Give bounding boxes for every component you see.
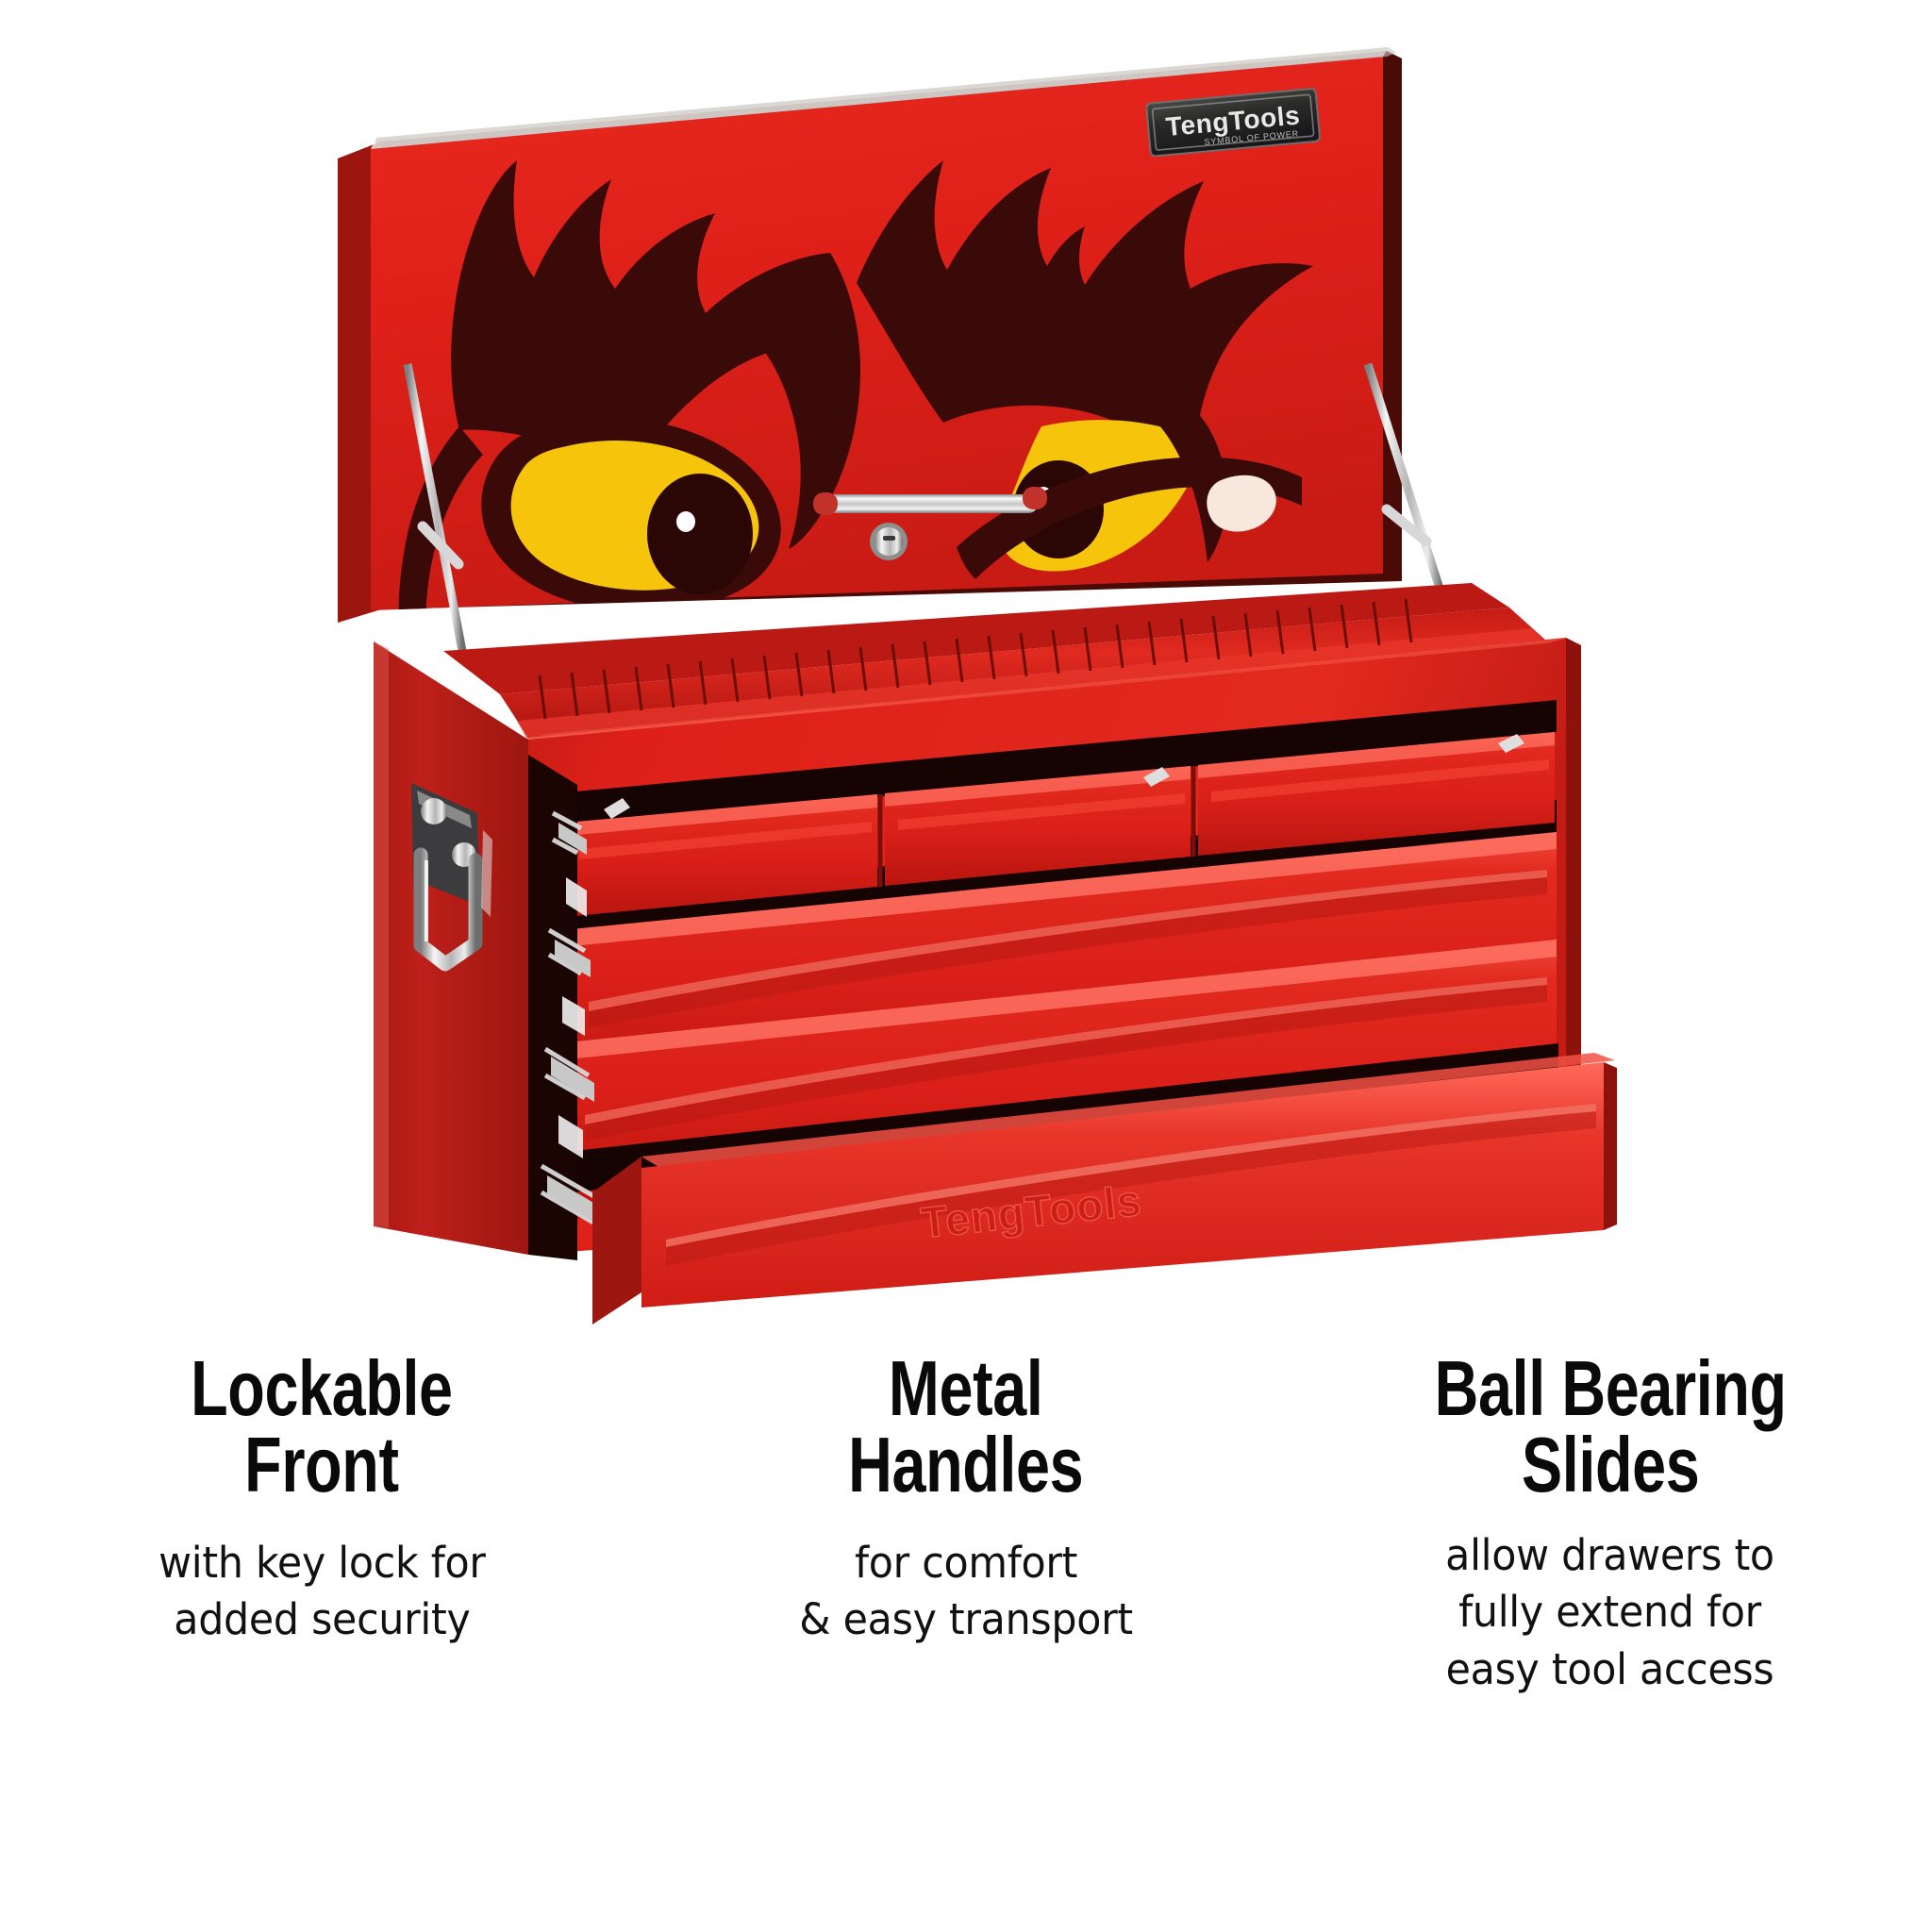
lid-stay-right [1363,362,1446,596]
drawer-small-center[interactable] [885,766,1191,886]
drawer-wide-upper-top-hl [562,832,1557,947]
brand-plate: TengTools SYMBOL OF POWER [1145,88,1321,158]
drawer-small-center-groove [898,793,1185,830]
cabinet-left-edge-hl [374,641,389,1228]
drawer-catch-clips [604,734,1524,819]
lid-stay-left-rod [403,363,467,652]
drawer-small-right-groove [1211,759,1549,802]
tray-dividers [538,598,1413,720]
carry-handle-pivot-left [421,798,447,824]
carry-handle-loop[interactable] [413,847,483,972]
right-eyebrow [857,160,1313,479]
drawer-small-left-top-hl [566,794,877,836]
right-eye-crease [1149,406,1227,562]
lid-handle[interactable] [813,487,1047,515]
drawer-wide-middle-top-hl [558,940,1557,1060]
drawer-small-center-top-hl [885,766,1191,807]
left-eye-highlight [676,511,695,532]
lid-stay-right-rod [1363,362,1446,596]
feature-title: Metal Handles [848,1344,1084,1508]
lid-top-rim-shade [375,47,1396,147]
drawer-wide-middle-pull[interactable] [585,977,1547,1141]
lid-stay-right-elbow [1381,504,1432,547]
side-carry-handle[interactable] [411,783,492,972]
cheek-highlight [1207,475,1276,532]
key-lock-slot [883,536,895,541]
cheek-line [957,457,1302,579]
drawer-bottom-top-edge [641,1053,1615,1168]
feature-body: for comfort & easy transport [799,1538,1133,1645]
drawer-small-right[interactable] [1198,732,1555,856]
drawer-bottom-left-side [592,1157,641,1324]
drawer-small-left-groove [579,822,872,859]
feature-body: allow drawers to fully extend for easy t… [1445,1530,1774,1694]
nose-bridge [764,253,860,549]
drawer-small-right-top-hl [1198,732,1555,778]
drawer-bottom-right-edge [1604,1062,1617,1230]
feature-title: Ball Bearing Slides [1434,1344,1787,1508]
lid-handle-mount-left [813,492,838,515]
drawer-wide-upper-pull-hl [589,870,1547,1011]
feature-columns: Lockable Front with key lock for added s… [0,1344,1932,1932]
cabinet-top-edge [528,638,1568,740]
key-lock[interactable] [870,523,908,560]
tray-back-wall [443,583,1509,694]
lid-stay-left [403,363,467,652]
feature-title: Lockable Front [191,1344,454,1508]
face-graphic [398,160,1313,611]
feature-ball-bearing-slides: Ball Bearing Slides allow drawers to ful… [1288,1344,1932,1932]
feature-body: with key lock for added security [158,1538,486,1645]
left-eye-pupil [647,474,753,594]
product-photo: TengTools [338,47,1617,1324]
lid [338,47,1402,623]
drawer-bottom-open[interactable]: TengTools [592,1053,1617,1324]
brand-plate-inner-border [1151,93,1315,151]
tool-chest-illustration: TengTools [338,47,1617,1324]
feature-lockable-front: Lockable Front with key lock for added s… [0,1344,644,1932]
lid-handle-bar[interactable] [821,494,1038,513]
cabinet-left-side [374,641,528,1255]
feature-metal-handles: Metal Handles for comfort & easy transpo… [644,1344,1289,1932]
drawer-bottom-pull[interactable] [666,1104,1596,1266]
drawer-small-left[interactable] [566,794,877,917]
drawer-small-separators [877,766,1196,887]
carry-handle-reflection [481,830,492,917]
left-eyebrow [451,160,830,487]
lid-stay-left-elbow [417,521,464,570]
drawer-bottom-pull-hl [666,1104,1596,1247]
lid-handle-mount-right [1023,487,1047,509]
drawer-wide-middle-pull-hl [585,977,1547,1124]
slide-clips [558,877,587,1158]
lid-left-flange [338,142,381,623]
cabinet-right-edge [1566,638,1581,1179]
key-lock-barrel[interactable] [874,527,903,556]
drawer-wide-upper-pull[interactable] [589,870,1547,1028]
